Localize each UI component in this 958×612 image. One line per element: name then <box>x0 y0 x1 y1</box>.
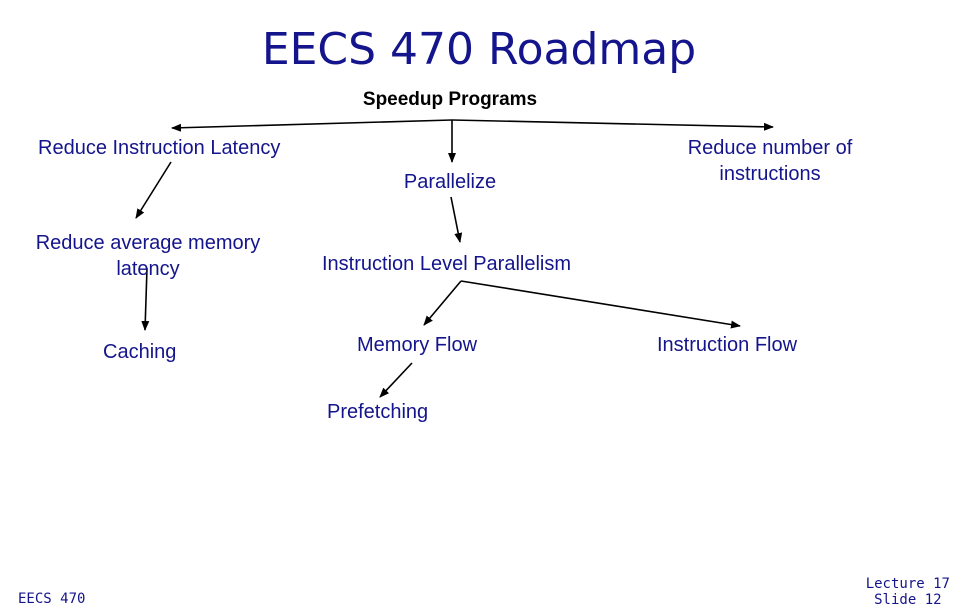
node-parallelize: Parallelize <box>380 169 520 195</box>
node-memlatency-line1: Reduce average memory <box>35 232 261 254</box>
node-caching: Caching <box>103 341 177 363</box>
node-reduce-instructions-line2: instructions <box>719 163 821 185</box>
node-prefetching: Prefetching <box>327 401 429 423</box>
edge-memflow-to-prefetch <box>379 362 413 398</box>
node-memory-flow: Memory Flow <box>357 334 478 356</box>
edge-parallelize-to-ilp <box>450 196 463 243</box>
node-reduce-instructions-line1: Reduce number of <box>687 137 853 159</box>
edge-root-to-instructions <box>451 119 774 131</box>
footer-lecture: Lecture 17 <box>865 576 950 592</box>
edge-ilp-to-instflow <box>460 280 741 329</box>
node-reduce-number-of-instructions: Reduce number of instructions <box>660 135 880 187</box>
footer-slide-number: Slide 12 <box>874 592 942 608</box>
node-memlatency-line2: latency <box>116 258 180 280</box>
edge-memlatency-to-caching <box>141 267 150 331</box>
slide-title: EECS 470 Roadmap <box>261 24 697 75</box>
footer-course: EECS 470 <box>18 591 86 607</box>
node-parallelize-label: Parallelize <box>403 171 497 193</box>
footer-lecture-info: Lecture 17 Slide 12 <box>866 576 950 608</box>
edge-latency-to-memlatency <box>135 161 172 219</box>
node-reduce-average-memory-latency: Reduce average memory latency <box>18 230 278 282</box>
node-instruction-flow: Instruction Flow <box>657 334 798 356</box>
node-instruction-level-parallelism: Instruction Level Parallelism <box>322 253 571 275</box>
edge-root-to-latency <box>171 119 453 132</box>
node-speedup-programs: Speedup Programs <box>362 89 538 110</box>
node-reduce-instruction-latency: Reduce Instruction Latency <box>38 137 281 159</box>
edge-ilp-to-memflow <box>423 280 462 326</box>
